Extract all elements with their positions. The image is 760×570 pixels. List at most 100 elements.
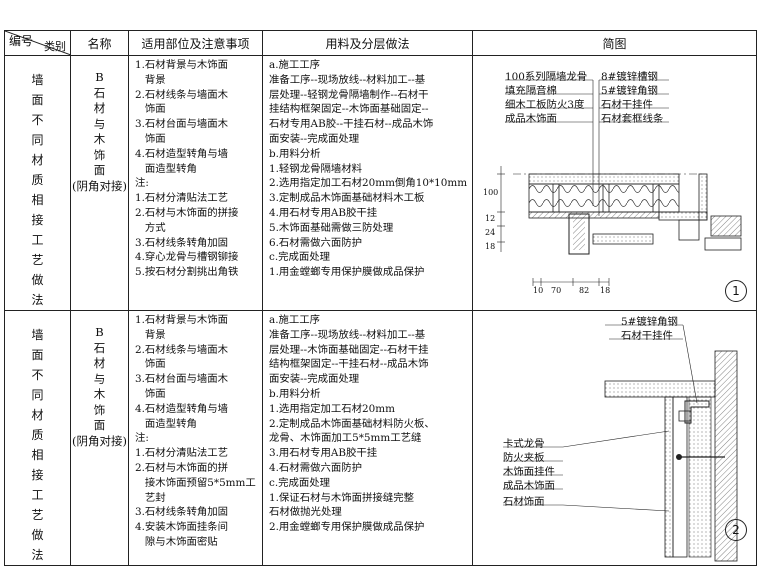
method-line: 2.定制成品木饰面基础材料防火板、 [269, 417, 435, 430]
method-line: 结构框架固定--干挂石材--成品木饰 [269, 358, 429, 371]
header-code: 编号 类别 [4, 30, 71, 56]
diagram-cell-1: 100系列隔墙龙骨 填充隔音棉 细木工板防火3度 成品木饰面 8#镀锌槽钢 5#… [472, 55, 757, 311]
note-line: 3.石材台面与墙面木 [135, 118, 229, 131]
notes-cell: 1.石材背景与木饰面 背景 2.石材线条与墙面木 饰面 3.石材台面与墙面木 饰… [128, 310, 263, 566]
detail-sheet: 编号 类别 名称 适用部位及注意事项 用料及分层做法 简图 墙 面 不 同 材 … [4, 30, 757, 566]
label-wood-hanger: 木饰面挂件 [503, 466, 555, 478]
method-line: 1.选用指定加工石材20mm [269, 402, 395, 415]
category-char: 法 [31, 548, 44, 562]
name-cell: B 石 材 与 木 饰 面 (阴角对接) [70, 55, 129, 311]
category-char: 工 [31, 233, 44, 247]
method-line: 3.用石材专用AB胶干挂 [269, 447, 378, 460]
method-line: 6.石材需做六面防护 [269, 236, 363, 249]
note-line: 方式 [135, 221, 166, 234]
name-char: 石 [93, 85, 106, 100]
note-line: 1.石材背景与木饰面 [135, 59, 229, 71]
label-stone-frame: 石材套框线条 [601, 113, 664, 125]
method-line: 1.轻钢龙骨隔墙材料 [269, 162, 363, 175]
note-line: 面造型转角 [135, 162, 197, 175]
note-line: 4.穿心龙骨与槽钢铆接 [135, 251, 239, 264]
name-cell: B 石 材 与 木 饰 面 (阴角对接) [70, 310, 129, 566]
label-plywood: 细木工板防火3度 [505, 99, 585, 111]
method-line: b.用料分析 [269, 147, 321, 160]
name-char: 石 [93, 340, 106, 355]
category-char: 面 [31, 348, 44, 362]
category-cell: 墙 面 不 同 材 质 相 接 工 艺 做 法 [4, 310, 71, 566]
method-line: 3.定制成品木饰面基础材料木工板 [269, 192, 425, 205]
label-angle: 5#镀锌角钢 [601, 85, 658, 97]
note-line: 2.石材线条与墙面木 [135, 88, 229, 101]
method-line: 4.用石材专用AB胶干挂 [269, 206, 378, 219]
name-char: 面 [93, 418, 106, 432]
method-line: 石材专用AB胶--干挂石材--成品木饰 [269, 118, 434, 131]
dim-label: 10 [533, 286, 544, 295]
name-char: 材 [93, 101, 106, 115]
note-line: 5.按石材分割挑出角铁 [135, 266, 239, 279]
name-char: 饰 [93, 402, 106, 417]
category-char: 材 [31, 408, 44, 422]
method-cell: a.施工工序 准备工序--现场放线--材料加工--基 层处理--轻钢龙骨隔墙制作… [262, 55, 473, 311]
category-cell: 墙 面 不 同 材 质 相 接 工 艺 做 法 [4, 55, 71, 311]
method-line: 层处理--木饰面基础固定--石材干挂 [269, 343, 429, 356]
note-line: 3.石材台面与墙面木 [135, 373, 229, 386]
note-line: 2.石材与木饰面的拼 [135, 461, 229, 474]
note-line: 饰面 [135, 132, 166, 145]
note-line: 注: [135, 432, 149, 445]
name-char: 材 [93, 356, 106, 370]
label-hanger: 石材干挂件 [601, 99, 653, 111]
method-line: c.完成面处理 [269, 476, 331, 489]
table-row: 墙 面 不 同 材 质 相 接 工 艺 做 法 B 石 材 与 木 饰 面 (阴… [4, 310, 757, 566]
category-char: 接 [31, 213, 44, 227]
dim-label: 18 [485, 242, 496, 251]
method-line: 1.用金螳螂专用保护膜做成品保护 [269, 266, 425, 279]
method-line: 2.选用指定加工石材20mm倒角10*10mm [269, 177, 468, 190]
name-char: 木 [93, 132, 106, 146]
header-row: 编号 类别 名称 适用部位及注意事项 用料及分层做法 简图 [4, 30, 757, 56]
label-fire-board: 防火夹板 [503, 452, 545, 464]
method-line: 龙骨、木饰面加工5*5mm工艺缝 [269, 432, 422, 445]
category-char: 材 [31, 153, 44, 167]
note-line: 艺封 [135, 491, 166, 504]
note-line: 面造型转角 [135, 417, 197, 430]
header-method: 用料及分层做法 [262, 30, 473, 56]
category-char: 不 [31, 368, 44, 382]
header-scope: 适用部位及注意事项 [128, 30, 263, 56]
header-diagram: 简图 [472, 30, 757, 56]
note-line: 2.石材与木饰面的拼接 [135, 206, 239, 219]
method-line: 面安装--完成面处理 [269, 132, 360, 145]
note-line: 背景 [135, 73, 166, 86]
note-line: 4.石材造型转角与墙 [135, 402, 229, 415]
category-char: 做 [31, 273, 44, 287]
method-line: 石材做抛光处理 [269, 506, 342, 519]
method-cell: a.施工工序 准备工序--现场放线--材料加工--基 层处理--木饰面基础固定-… [262, 310, 473, 566]
note-line: 背景 [135, 328, 166, 341]
method-line: 准备工序--现场放线--材料加工--基 [269, 73, 426, 86]
method-line: b.用料分析 [269, 387, 321, 400]
method-line: c.完成面处理 [269, 251, 331, 264]
category-char: 面 [31, 93, 44, 107]
label-hanger-2: 石材干挂件 [621, 330, 673, 342]
notes-cell: 1.石材背景与木饰面 背景 2.石材线条与墙面木 饰面 3.石材台面与墙面木 饰… [128, 55, 263, 311]
dim-label: 18 [600, 286, 611, 295]
name-char: 饰 [93, 147, 106, 162]
label-angle-2: 5#镀锌角钢 [621, 316, 678, 328]
category-char: 艺 [31, 253, 44, 267]
method-line: a.施工工序 [269, 314, 321, 326]
category-char: 工 [31, 488, 44, 502]
method-line: 层处理--轻钢龙骨隔墙制作--石材干 [269, 88, 429, 101]
label-stud: 100系列隔墙龙骨 [505, 71, 588, 83]
diagram-cell-2: 5#镀锌角钢 石材干挂件 卡式龙骨 防火夹板 木饰面挂件 成品木饰面 石材饰面 … [472, 310, 757, 566]
note-line: 1.石材分清贴法工艺 [135, 447, 229, 460]
note-line: 1.石材分清贴法工艺 [135, 192, 229, 205]
label-wood-finish-2: 成品木饰面 [503, 480, 555, 492]
note-line: 1.石材背景与木饰面 [135, 314, 229, 326]
method-line: 2.用金螳螂专用保护膜做成品保护 [269, 521, 425, 534]
note-line: 隙与木饰面密贴 [135, 535, 218, 548]
category-char: 同 [31, 133, 44, 147]
label-stone-finish: 石材饰面 [503, 496, 545, 508]
category-char: 相 [31, 448, 44, 462]
detail-number: 2 [725, 519, 747, 541]
note-line: 饰面 [135, 103, 166, 116]
category-char: 墙 [31, 73, 44, 87]
dim-label: 82 [579, 286, 590, 295]
